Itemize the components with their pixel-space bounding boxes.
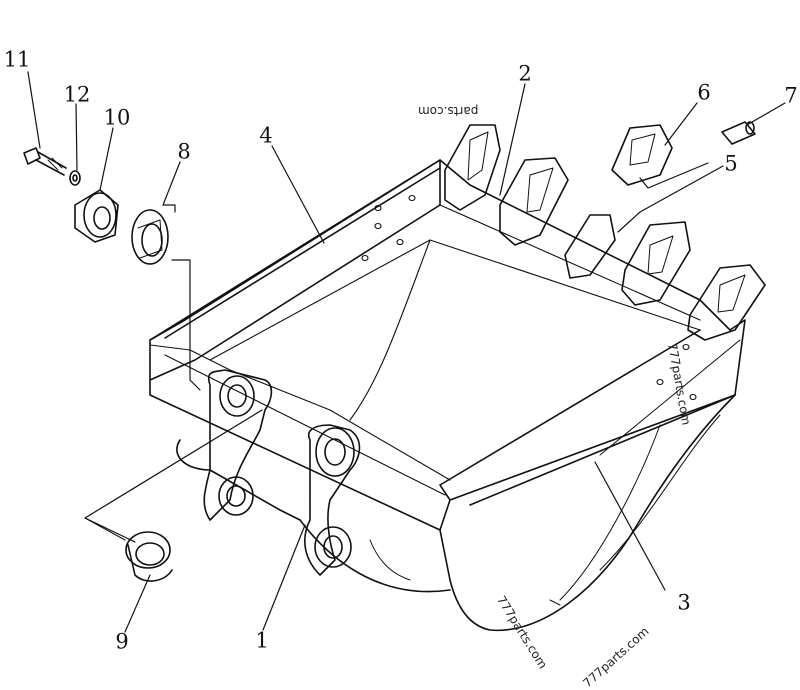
part-label-8: 8 <box>177 139 191 164</box>
bucket-body <box>149 159 746 632</box>
washer <box>69 170 81 186</box>
part-label-11: 11 <box>3 47 31 72</box>
bushing <box>125 531 173 582</box>
tooth-pin <box>721 121 756 145</box>
part-label-9: 9 <box>115 629 129 654</box>
mounting-bosses <box>203 369 361 576</box>
end-cap <box>74 189 119 243</box>
watermark-top: parts.com <box>418 104 479 118</box>
part-label-5: 5 <box>724 151 738 176</box>
part-label-10: 10 <box>103 105 131 130</box>
part-label-3: 3 <box>677 590 691 615</box>
part-label-12: 12 <box>63 82 91 107</box>
leader-lines <box>27 71 786 633</box>
part-label-6: 6 <box>697 80 711 105</box>
part-label-4: 4 <box>259 123 273 148</box>
bolt <box>23 147 67 176</box>
part-label-7: 7 <box>784 83 798 108</box>
bucket-teeth <box>444 124 766 341</box>
part-label-1: 1 <box>255 628 269 653</box>
retainer-ring <box>131 209 169 265</box>
tooth-point-exploded <box>611 124 673 186</box>
part-label-2: 2 <box>518 61 532 86</box>
